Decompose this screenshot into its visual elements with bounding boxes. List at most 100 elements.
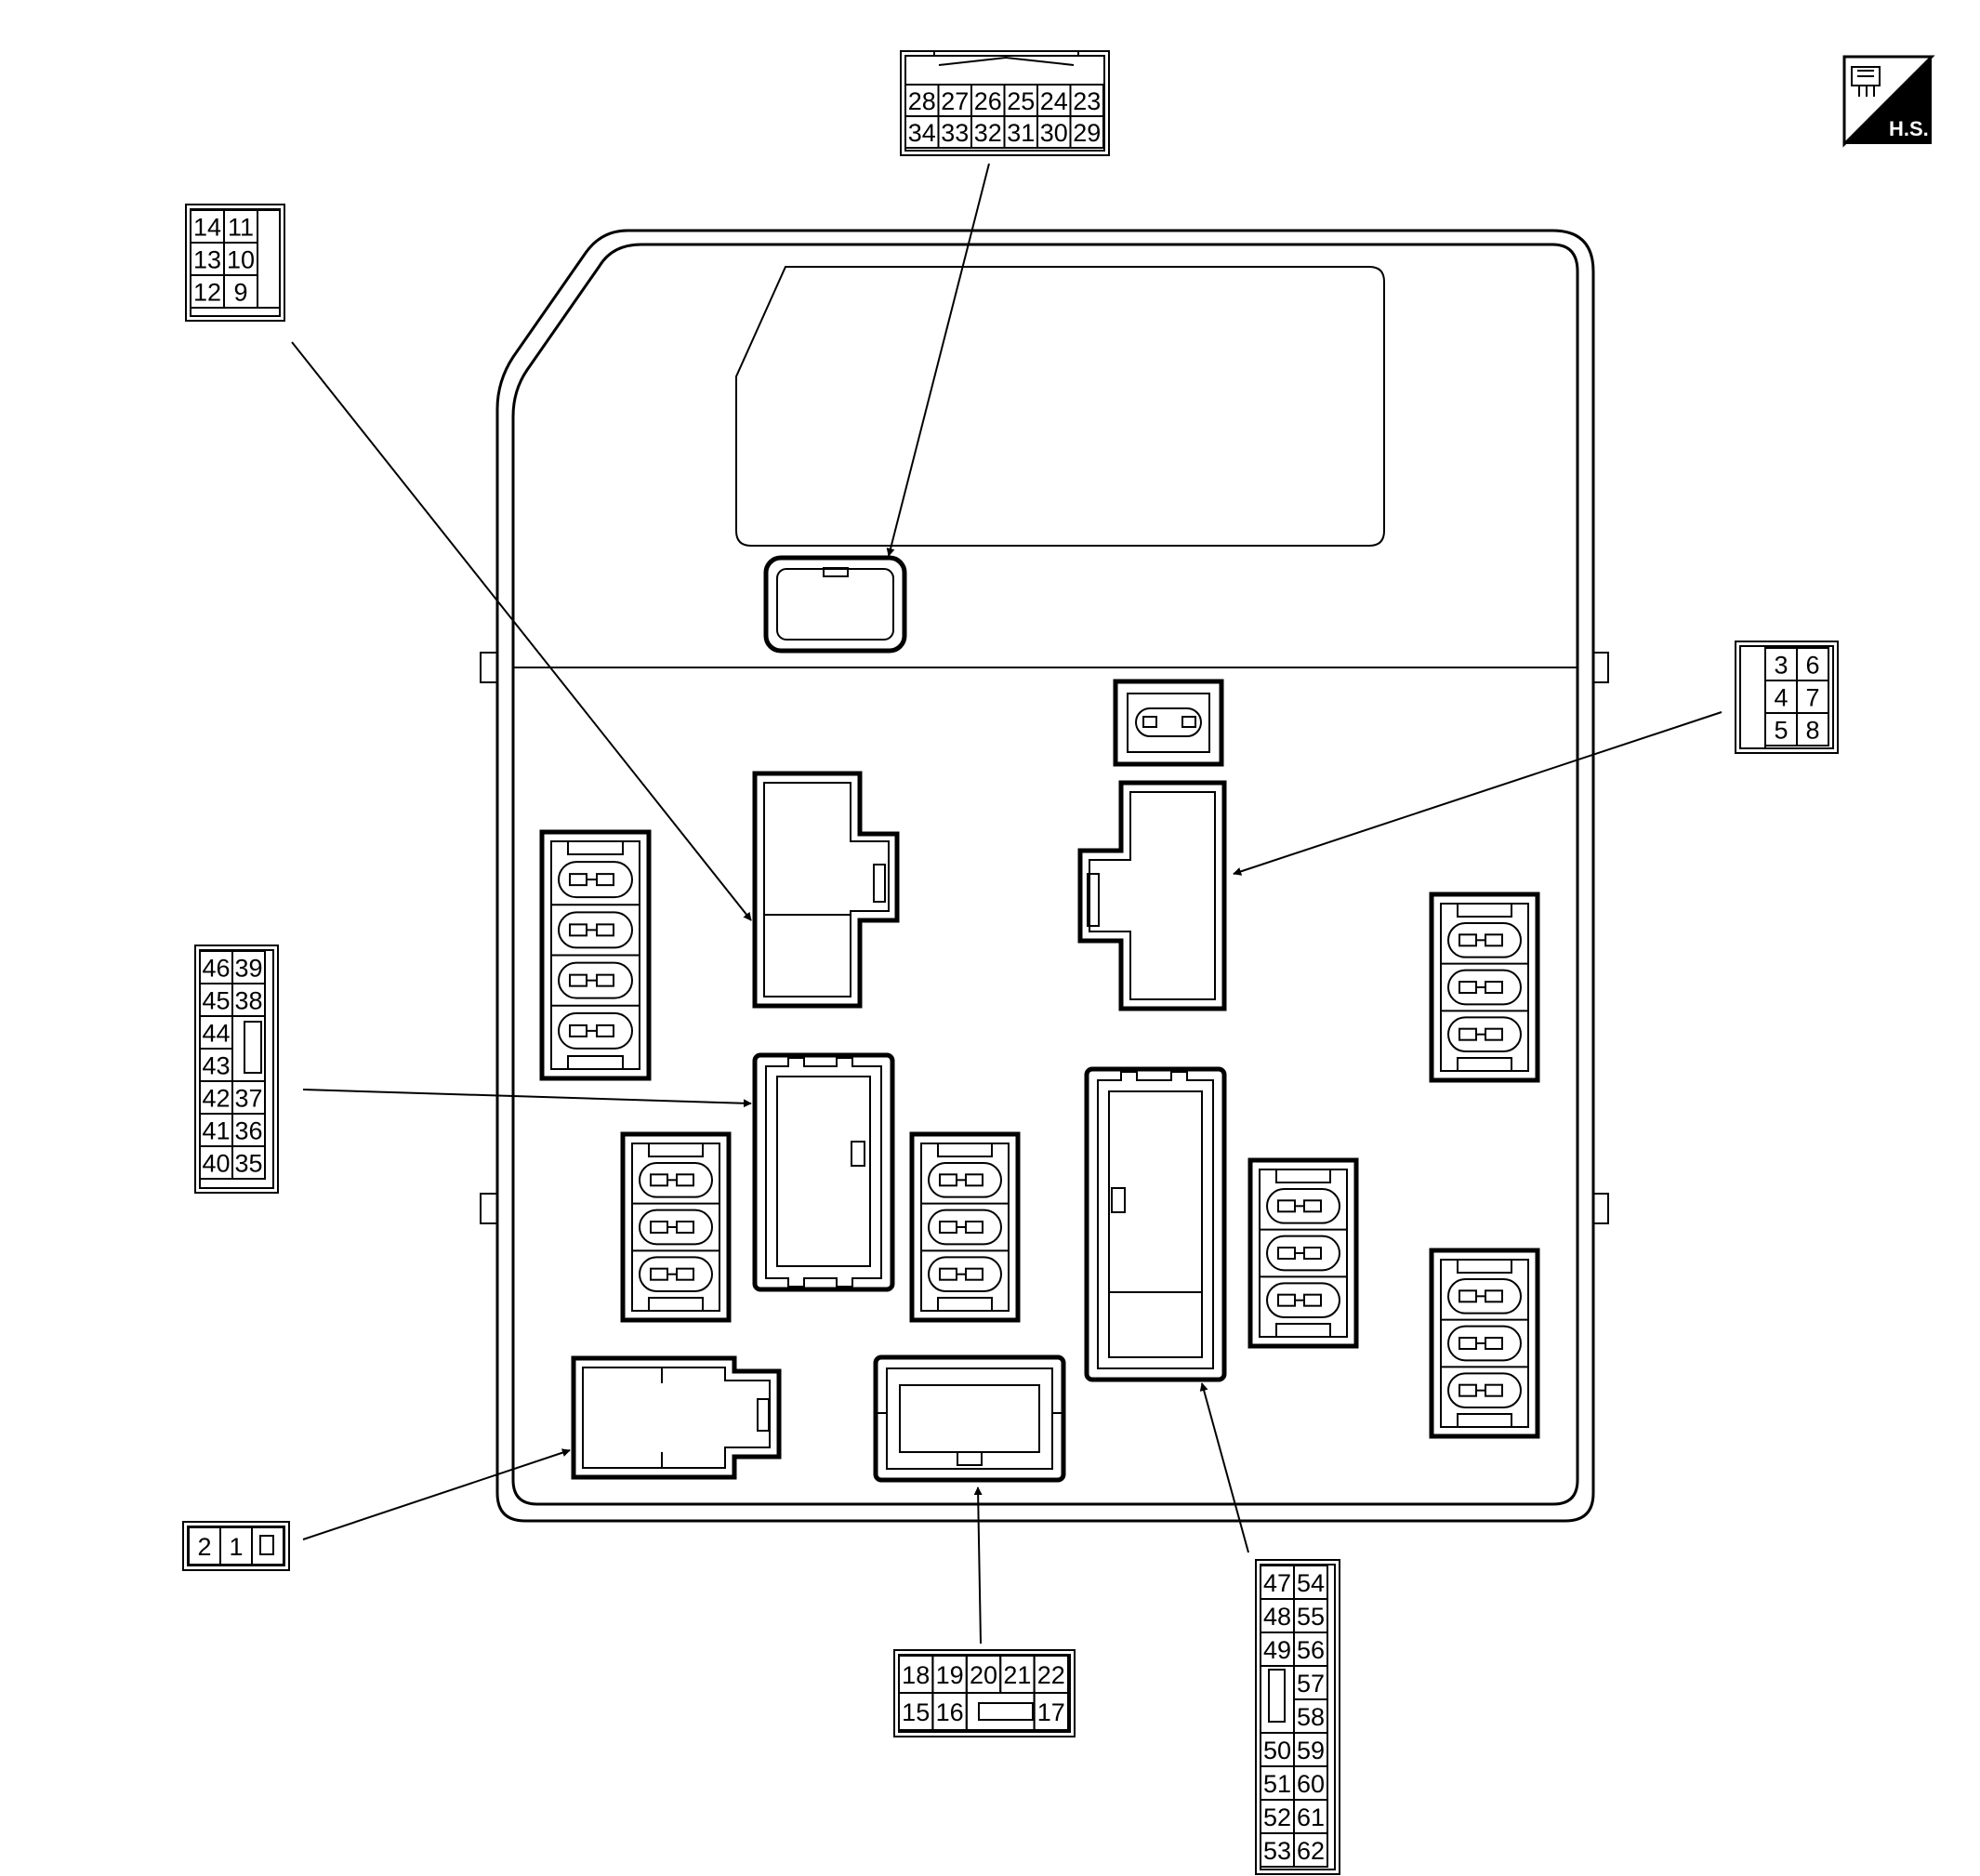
- terminal-number: 11: [228, 214, 254, 242]
- arrow-bottom-center-connector: [973, 1486, 983, 1645]
- terminal-number: 46: [202, 955, 230, 983]
- terminal-number: 45: [202, 987, 230, 1015]
- badge-label: H.S.: [1889, 117, 1929, 140]
- fuse-slot: [1266, 1188, 1340, 1224]
- fuse-slot: [921, 1249, 1009, 1293]
- terminal-number: 62: [1297, 1837, 1325, 1865]
- fuse-slot: [928, 1162, 1002, 1198]
- fuse-holder-center: [909, 1131, 1021, 1323]
- hs-badge: H.S.: [1842, 55, 1935, 148]
- terminal-number: 53: [1263, 1837, 1291, 1865]
- terminal-number: 28: [908, 87, 936, 115]
- relay-socket-small: [1113, 679, 1224, 767]
- terminal-number: 26: [974, 87, 1002, 115]
- fuse-slot: [1447, 1278, 1522, 1315]
- terminal-number: 2: [197, 1533, 211, 1561]
- terminal-number: 22: [1037, 1661, 1065, 1689]
- terminal-number: 55: [1297, 1603, 1325, 1631]
- terminal-number: 58: [1297, 1703, 1325, 1731]
- terminal-number: 10: [227, 246, 255, 274]
- terminal-number: 35: [234, 1150, 262, 1178]
- terminal-number: 48: [1263, 1603, 1291, 1631]
- fuse-holder-left-upper: [539, 829, 652, 1081]
- fuse-slot: [1441, 1010, 1528, 1053]
- terminal-number: 3: [1774, 652, 1788, 680]
- terminal-number: 47: [1263, 1569, 1291, 1597]
- fuse-slot: [1441, 1318, 1528, 1362]
- arrow-bottom-right-connector: [1199, 1382, 1249, 1553]
- fuse-slot: [1441, 962, 1528, 1006]
- arrow-mid-left-connector: [302, 1089, 752, 1108]
- fuse-slot: [632, 1202, 719, 1246]
- terminal-number: 21: [1003, 1661, 1031, 1689]
- fuse-holder-right-center: [1247, 1157, 1359, 1349]
- connector-socket-bottom-center: [873, 1354, 1066, 1483]
- terminal-number: 39: [234, 955, 262, 983]
- terminal-number: 52: [1263, 1803, 1291, 1831]
- terminal-number: 40: [202, 1150, 230, 1178]
- terminal-number: 51: [1263, 1770, 1291, 1798]
- arrow-upper-left-connector: [291, 341, 752, 921]
- wiring-connector-icon: [1851, 66, 1881, 97]
- terminal-number: 12: [193, 279, 221, 307]
- fuse-slot: [1447, 922, 1522, 958]
- terminal-number: 61: [1297, 1803, 1325, 1831]
- arrow-upper-right-connector: [1233, 711, 1723, 876]
- terminal-number: 37: [234, 1085, 262, 1113]
- terminal-number: 24: [1040, 87, 1068, 115]
- terminal-number: 13: [193, 246, 221, 274]
- terminal-number: 6: [1805, 652, 1819, 680]
- terminal-number: 30: [1040, 119, 1068, 147]
- terminal-number: 42: [202, 1085, 230, 1113]
- connector-socket-mid-left: [752, 1052, 895, 1292]
- terminal-number: 49: [1263, 1636, 1291, 1664]
- fuse-holder-left-lower: [620, 1131, 732, 1323]
- terminal-number: 29: [1073, 119, 1101, 147]
- connector-socket-upper-left: [752, 771, 900, 1009]
- fuse-slot: [558, 861, 633, 899]
- arrow-top-connector: [886, 163, 990, 557]
- terminal-number: 60: [1297, 1770, 1325, 1798]
- fuse-slot: [632, 1249, 719, 1293]
- fuse-slot: [1260, 1275, 1347, 1319]
- fuse-slot: [921, 1202, 1009, 1246]
- fuse-slot: [1441, 1366, 1528, 1409]
- fuse-holders: [539, 829, 1540, 1439]
- terminal-number: 44: [202, 1020, 230, 1048]
- terminal-number: 32: [974, 119, 1002, 147]
- top-connector-socket: [763, 555, 907, 654]
- fuse-slot: [639, 1162, 713, 1198]
- arrow-bottom-left-connector: [302, 1448, 571, 1540]
- connector-socket-mid-right: [1084, 1066, 1227, 1382]
- terminal-number: 18: [902, 1661, 930, 1689]
- terminal-number: 14: [193, 214, 221, 242]
- connector-socket-upper-right: [1077, 780, 1227, 1011]
- terminal-number: 19: [936, 1661, 964, 1689]
- terminal-number: 17: [1037, 1698, 1065, 1726]
- terminal-number: 1: [229, 1533, 243, 1561]
- arrows: [291, 163, 1723, 1645]
- terminal-number: 4: [1774, 684, 1788, 712]
- label-window: [735, 266, 1385, 547]
- terminal-number: 36: [234, 1117, 262, 1145]
- terminal-number: 54: [1297, 1569, 1325, 1597]
- terminal-number: 56: [1297, 1636, 1325, 1664]
- terminal-number: 9: [233, 279, 247, 307]
- fuse-holder-right-upper: [1429, 892, 1540, 1083]
- terminal-number: 15: [902, 1698, 930, 1726]
- terminal-number: 23: [1073, 87, 1101, 115]
- terminal-number: 16: [936, 1698, 964, 1726]
- fuse-slot: [551, 904, 640, 949]
- fuse-holder-right-lower: [1429, 1248, 1540, 1439]
- terminal-number: 27: [941, 87, 969, 115]
- terminal-number: 8: [1805, 717, 1819, 745]
